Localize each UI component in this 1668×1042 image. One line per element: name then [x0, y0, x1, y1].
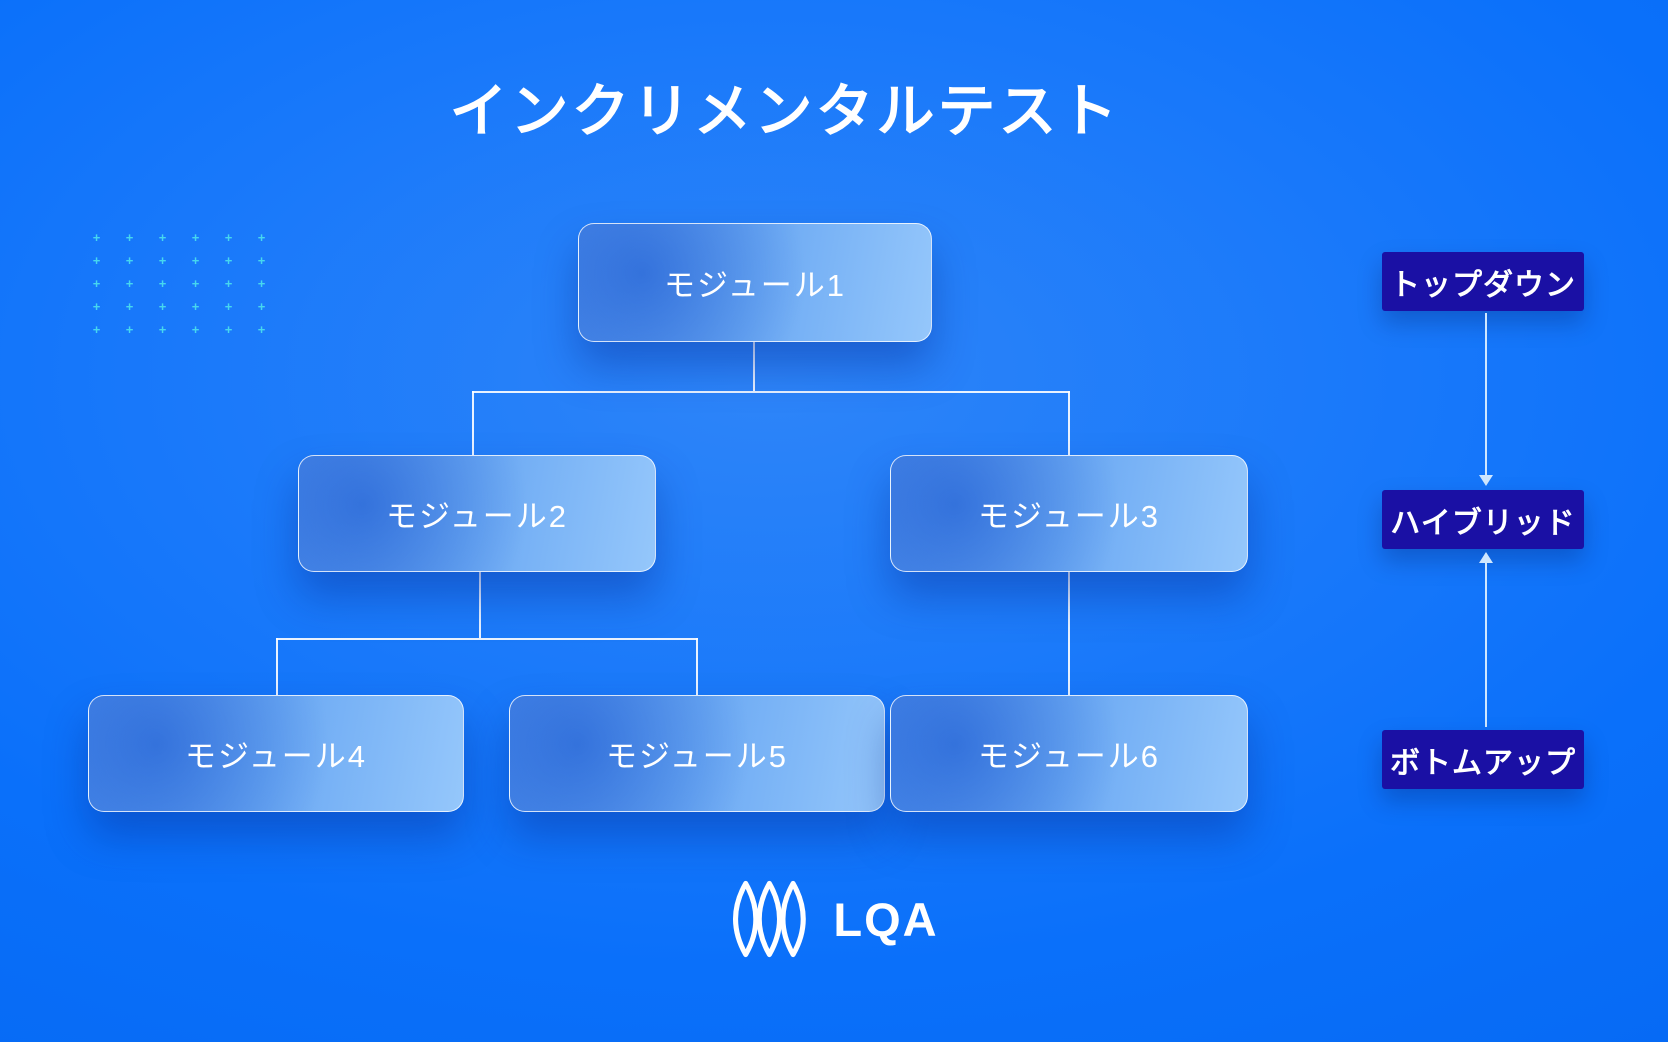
- dot-icon: +: [92, 322, 101, 337]
- connector-m2-out: [479, 572, 481, 638]
- connector-m2-drop: [472, 391, 474, 455]
- dot-grid-decoration: + + + + + + + + + + + + + + + + + + + + + + + + + + + + + +: [80, 226, 278, 341]
- dot-icon: +: [257, 322, 266, 337]
- arrow-up-icon: [1485, 562, 1487, 727]
- strategy-label-hybrid: ハイブリッド: [1382, 490, 1584, 549]
- dot-icon: +: [125, 276, 134, 291]
- dot-icon: +: [158, 276, 167, 291]
- lotus-logo-icon: [733, 880, 806, 958]
- strategy-text: ハイブリッド: [1390, 506, 1576, 540]
- dot-icon: +: [191, 253, 200, 268]
- dot-icon: +: [125, 230, 134, 245]
- strategy-text: ボトムアップ: [1390, 746, 1576, 780]
- connector-m5-drop: [696, 638, 698, 695]
- logo-text: LQA: [833, 892, 939, 946]
- dot-icon: +: [257, 253, 266, 268]
- module-box-4: モジュール4: [88, 695, 464, 812]
- module-box-5: モジュール5: [509, 695, 885, 812]
- connector-m4-drop: [276, 638, 278, 695]
- dot-icon: +: [257, 299, 266, 314]
- dot-icon: +: [224, 299, 233, 314]
- dot-icon: +: [224, 230, 233, 245]
- dot-icon: +: [125, 253, 134, 268]
- dot-icon: +: [224, 276, 233, 291]
- module-box-6: モジュール6: [890, 695, 1248, 812]
- dot-icon: +: [158, 253, 167, 268]
- connector-m3-m6: [1068, 572, 1070, 695]
- module-label: モジュール2: [385, 499, 569, 534]
- dot-icon: +: [158, 230, 167, 245]
- dot-icon: +: [125, 322, 134, 337]
- module-label: モジュール5: [605, 739, 789, 774]
- module-box-2: モジュール2: [298, 455, 656, 572]
- dot-icon: +: [191, 230, 200, 245]
- dot-icon: +: [92, 276, 101, 291]
- module-label: モジュール6: [977, 739, 1161, 774]
- page-title: インクリメンタルテスト: [449, 79, 1121, 144]
- connector-row3-branch: [276, 638, 698, 640]
- connector-row2-branch: [472, 391, 1070, 393]
- dot-icon: +: [92, 230, 101, 245]
- module-box-3: モジュール3: [890, 455, 1248, 572]
- dot-icon: +: [191, 299, 200, 314]
- dot-icon: +: [125, 299, 134, 314]
- strategy-text: トップダウン: [1390, 268, 1576, 302]
- strategy-label-top-down: トップダウン: [1382, 252, 1584, 311]
- connector-m3-drop: [1068, 391, 1070, 455]
- dot-icon: +: [257, 276, 266, 291]
- dot-icon: +: [92, 299, 101, 314]
- dot-icon: +: [158, 299, 167, 314]
- module-box-1: モジュール1: [578, 223, 932, 342]
- module-label: モジュール3: [977, 499, 1161, 534]
- module-label: モジュール4: [184, 739, 368, 774]
- connector-m1-drop: [753, 342, 755, 391]
- dot-icon: +: [191, 322, 200, 337]
- logo: LQA: [725, 876, 938, 962]
- dot-icon: +: [158, 322, 167, 337]
- dot-icon: +: [257, 230, 266, 245]
- dot-icon: +: [224, 322, 233, 337]
- module-label: モジュール1: [663, 268, 847, 303]
- dot-icon: +: [191, 276, 200, 291]
- arrow-down-icon: [1485, 313, 1487, 476]
- strategy-label-bottom-up: ボトムアップ: [1382, 730, 1584, 789]
- dot-icon: +: [92, 253, 101, 268]
- dot-icon: +: [224, 253, 233, 268]
